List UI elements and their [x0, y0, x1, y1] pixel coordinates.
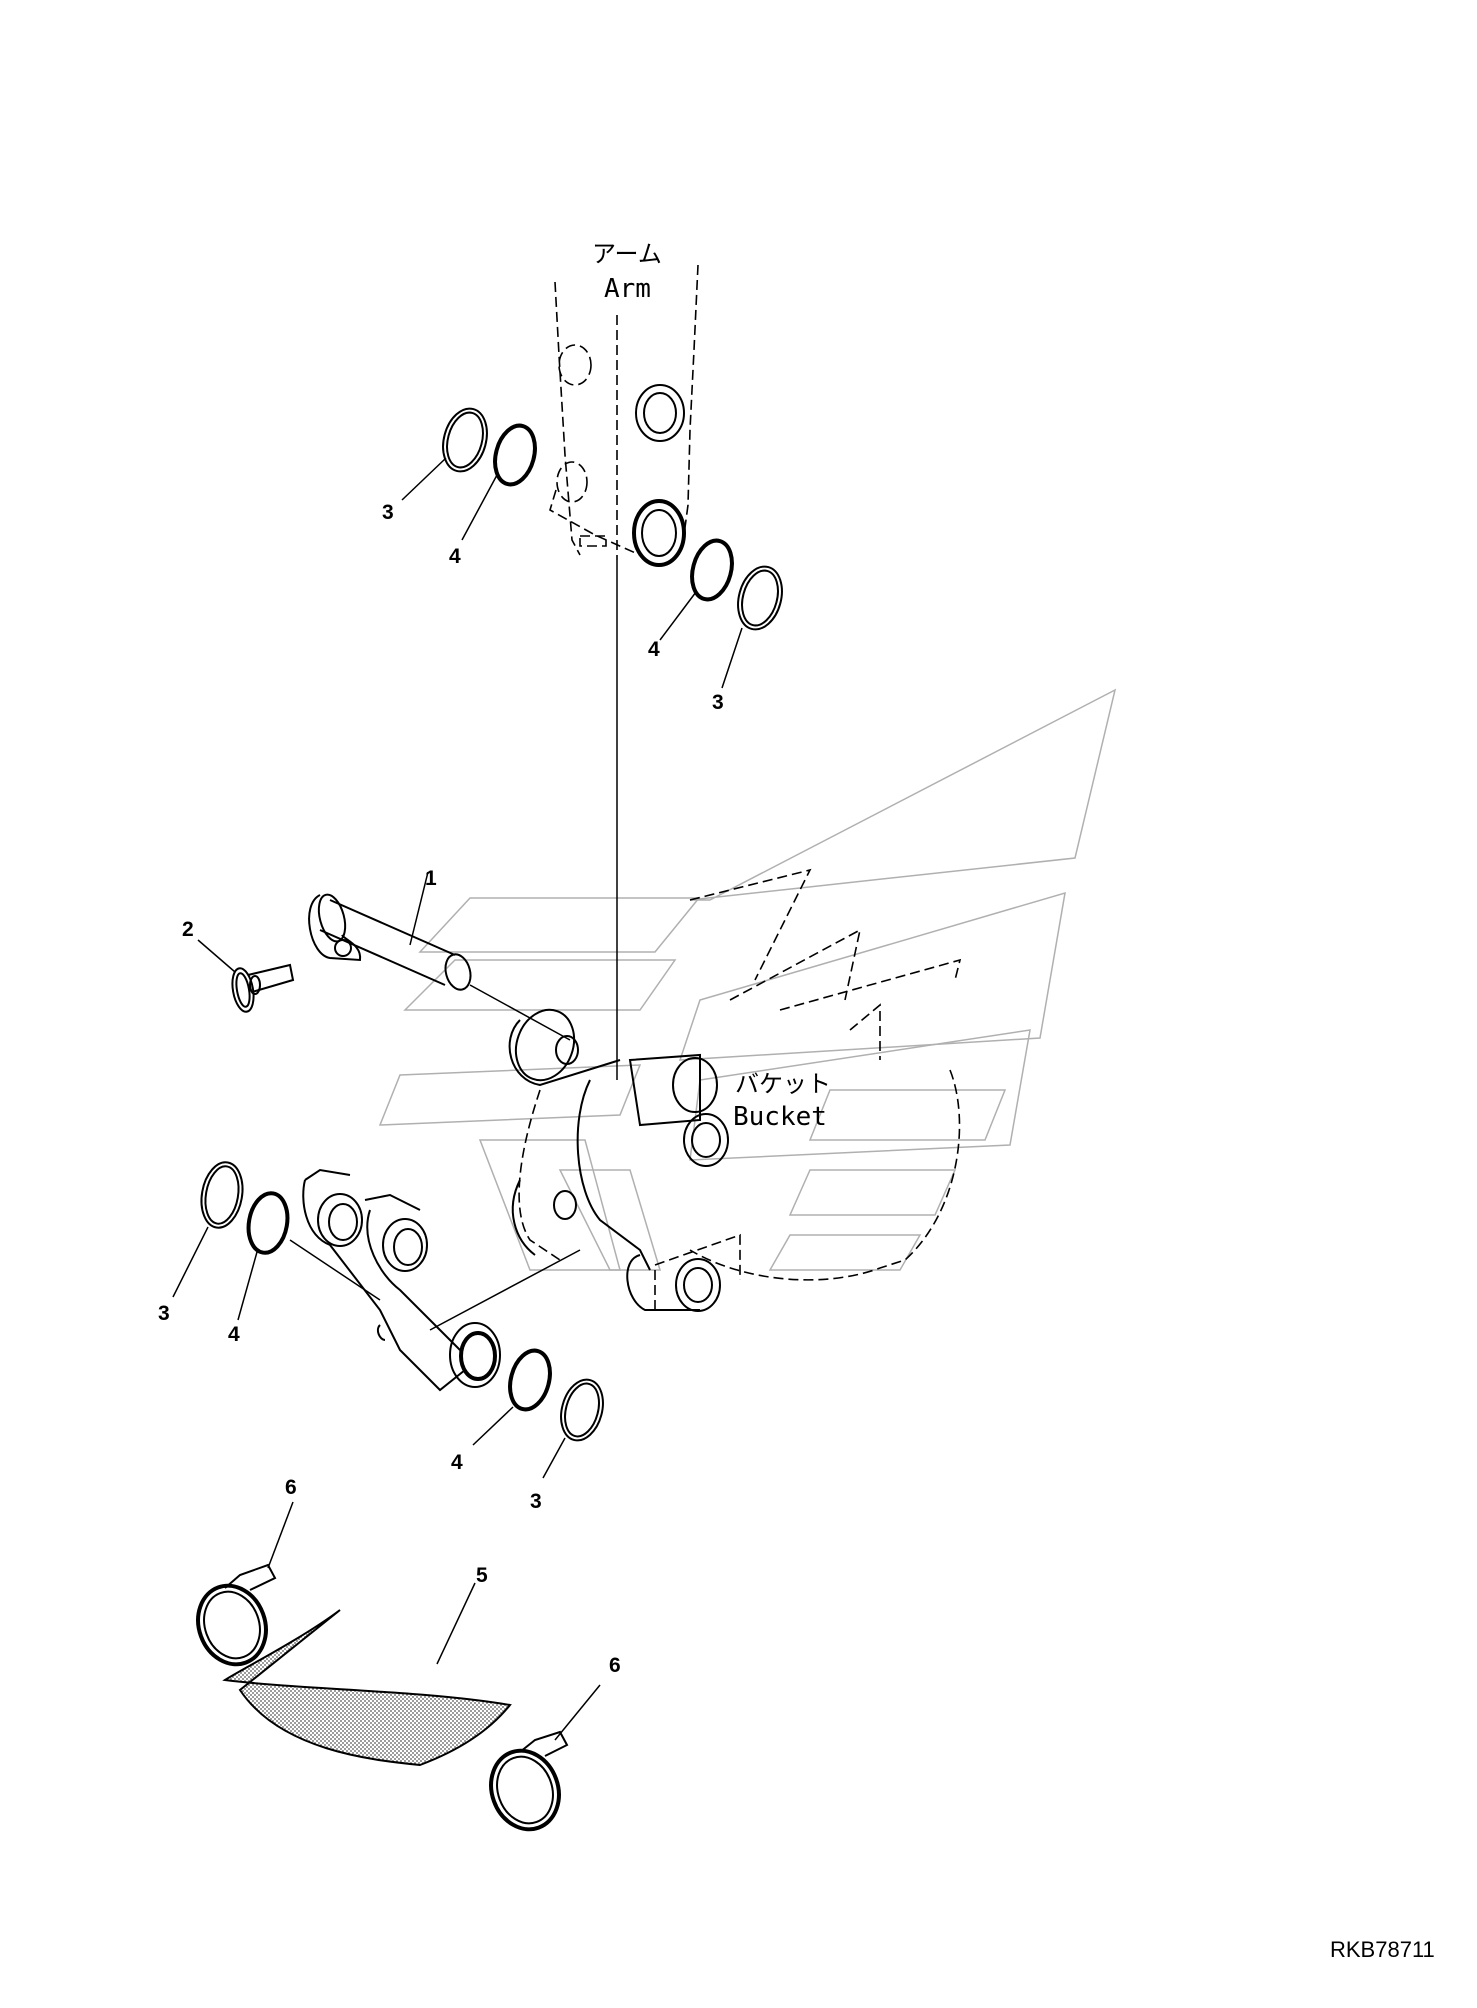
sleeve-cover-part — [222, 1609, 512, 1767]
bolt-part — [231, 963, 295, 1013]
watermark-logo — [378, 688, 1117, 1271]
hose-band-left — [196, 1563, 277, 1667]
bucket-label-jp: バケット — [735, 1070, 831, 1098]
callout-6: 6 — [609, 1654, 621, 1677]
arm-outline — [549, 264, 699, 567]
link-part — [289, 1168, 581, 1392]
callout-5: 5 — [476, 1564, 488, 1587]
callout-4: 4 — [228, 1323, 240, 1346]
callout-4: 4 — [451, 1451, 463, 1474]
arm-label-en: Arm — [604, 274, 651, 304]
callout-3: 3 — [158, 1302, 170, 1325]
callout-3: 3 — [530, 1490, 542, 1513]
callout-1: 1 — [425, 867, 437, 890]
arm-zone-label: アーム Arm — [592, 240, 662, 304]
bucket-outline — [508, 868, 962, 1312]
callout-4: 4 — [648, 638, 660, 661]
callout-3: 3 — [382, 501, 394, 524]
callout-4: 4 — [449, 545, 461, 568]
link-seals — [200, 1161, 604, 1442]
callout-2: 2 — [182, 918, 194, 941]
pin-part — [308, 893, 571, 1041]
callout-6: 6 — [285, 1476, 297, 1499]
drawing-code: RKB78711 — [1330, 1937, 1435, 1962]
callout-3: 3 — [712, 691, 724, 714]
callouts: 1 2 3 4 4 3 3 4 4 3 6 5 6 — [158, 501, 724, 1677]
hose-band-right — [489, 1730, 569, 1832]
leader-lines — [172, 457, 743, 1741]
bucket-label-en: Bucket — [733, 1102, 827, 1132]
bucket-zone-label: バケット Bucket — [733, 1070, 831, 1132]
arm-label-jp: アーム — [592, 240, 662, 268]
arm-seals — [442, 407, 783, 631]
